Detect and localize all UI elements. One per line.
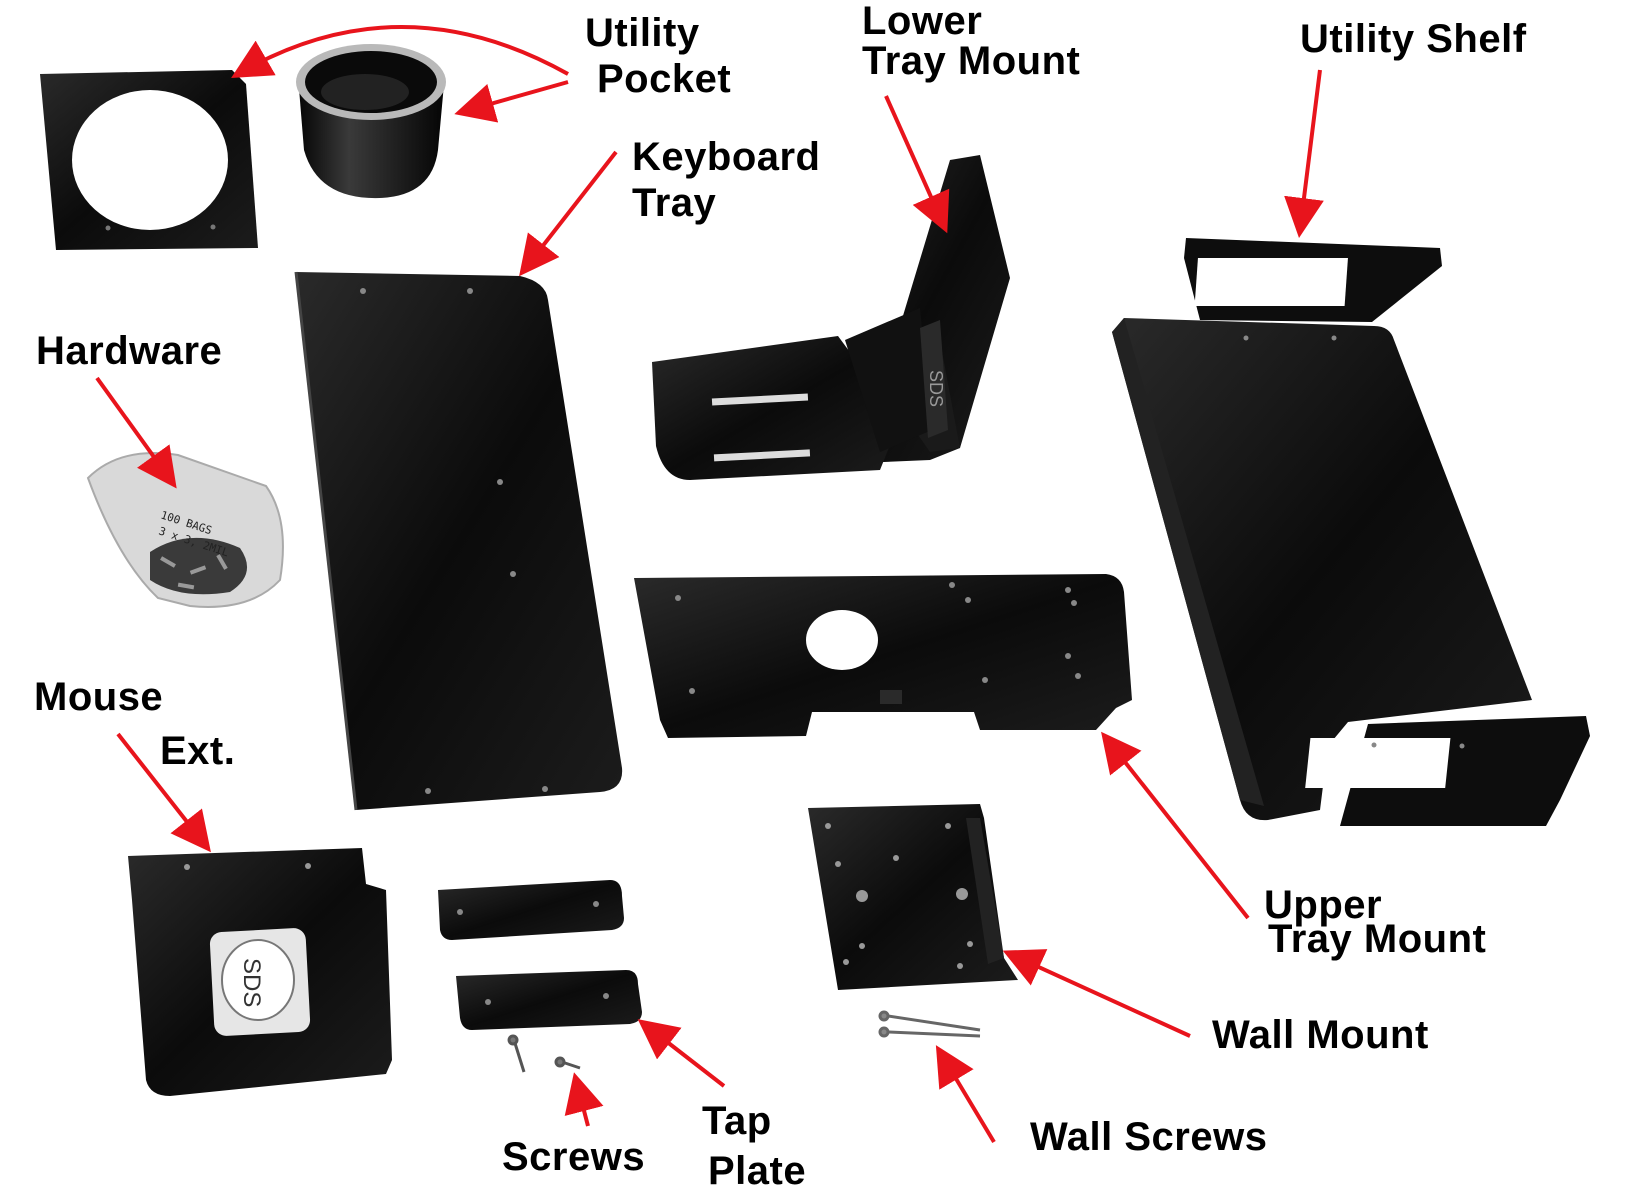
wall-mount xyxy=(808,804,1018,990)
label-hardware: Hardware xyxy=(36,329,223,373)
utility-pocket-plate xyxy=(40,70,258,250)
label-tap-plate-line2: Plate xyxy=(708,1149,807,1193)
label-utility-pocket-line1: Utility xyxy=(585,11,700,55)
label-upper-tray-mount-line2: Tray Mount xyxy=(1268,917,1487,961)
arrow-keyboard-tray xyxy=(519,150,618,277)
label-utility-pocket-line2: Pocket xyxy=(597,57,732,101)
label-upper-tray-mount-line1: Upper xyxy=(1264,883,1383,927)
keyboard-tray xyxy=(294,271,623,811)
label-wall-screws: Wall Screws xyxy=(1030,1115,1268,1159)
tap-plate-upper xyxy=(438,880,624,940)
label-lower-tray-mount-line1: Lower xyxy=(862,0,983,43)
arrow-lower-tray-mount xyxy=(884,95,950,234)
utility-pocket-cup xyxy=(296,44,446,199)
label-keyboard-tray-line2: Tray xyxy=(632,181,717,225)
lower-tray-mount: SDS xyxy=(652,155,1010,480)
arrow-screws xyxy=(564,1072,604,1127)
label-lower-tray-mount-line2: Tray Mount xyxy=(862,39,1081,83)
wall-screws xyxy=(878,1010,981,1038)
label-tap-plate-line1: Tap xyxy=(702,1099,772,1143)
arrow-tap-plate xyxy=(637,1019,726,1088)
mouse-extension: SDS xyxy=(128,848,392,1096)
callout-arrows xyxy=(95,25,1324,1144)
mouse-ext-logo: SDS xyxy=(238,958,265,1007)
label-mouse-ext-line2: Ext. xyxy=(160,729,236,773)
label-keyboard-tray-line1: Keyboard xyxy=(632,135,821,179)
arrow-wall-mount xyxy=(1002,949,1191,1038)
arrow-utility-pocket-cup xyxy=(454,80,569,123)
utility-shelf xyxy=(1112,238,1590,826)
arrow-utility-shelf xyxy=(1284,69,1324,238)
tap-plate-lower xyxy=(456,970,642,1030)
label-screws: Screws xyxy=(502,1135,646,1179)
tap-plate-screws xyxy=(507,1034,581,1073)
arrow-hardware xyxy=(95,376,177,489)
lower-mount-logo: SDS xyxy=(926,370,946,407)
arrow-mouse-ext xyxy=(116,732,211,853)
hardware-bag: 100 BAGS 3 x 3, 2MIL xyxy=(86,452,284,608)
arrow-utility-pocket-plate xyxy=(231,25,569,79)
arrow-upper-tray-mount xyxy=(1101,731,1250,920)
label-wall-mount: Wall Mount xyxy=(1212,1013,1429,1057)
label-mouse-ext-line1: Mouse xyxy=(34,675,164,719)
upper-tray-mount xyxy=(634,574,1132,738)
arrow-wall-screws xyxy=(935,1045,996,1144)
label-utility-shelf: Utility Shelf xyxy=(1300,17,1527,61)
